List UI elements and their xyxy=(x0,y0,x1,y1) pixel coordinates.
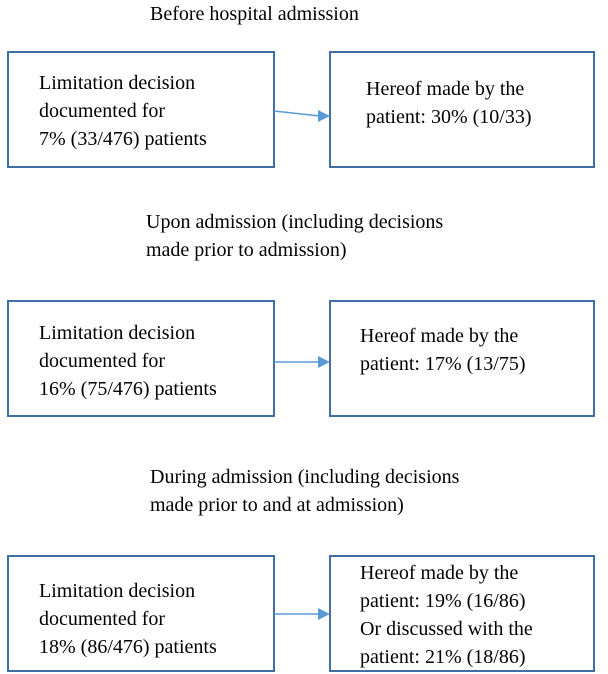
box-line: documented for xyxy=(39,608,166,630)
section-heading: During admission (including decisions ma… xyxy=(150,463,459,519)
box-line: Limitation decision xyxy=(39,72,196,94)
heading-line: During admission (including decisions xyxy=(150,466,460,488)
box-line: Hereof made by the xyxy=(360,325,519,347)
patient-decision-box: Hereof made by the patient: 17% (13/75) xyxy=(329,300,595,417)
right-arrow-icon xyxy=(274,608,330,620)
section-heading: Before hospital admission xyxy=(150,0,359,28)
box-line: 18% (86/476) patients xyxy=(39,636,217,658)
box-line: 16% (75/476) patients xyxy=(39,378,217,400)
box-line: patient: 30% (10/33) xyxy=(366,106,532,128)
heading-line: made prior to and at admission) xyxy=(150,494,404,516)
documented-box: Limitation decision documented for 7% (3… xyxy=(7,51,275,168)
box-line: patient: 17% (13/75) xyxy=(360,353,526,375)
heading-line: made prior to admission) xyxy=(146,239,347,261)
heading-line: Upon admission (including decisions xyxy=(146,211,444,233)
documented-box: Limitation decision documented for 18% (… xyxy=(7,555,275,672)
box-line: patient: 21% (18/86) xyxy=(360,646,526,668)
box-line: Limitation decision xyxy=(39,322,196,344)
section-heading: Upon admission (including decisions made… xyxy=(146,208,443,264)
heading-line: Before hospital admission xyxy=(150,3,359,25)
patient-decision-box: Hereof made by the patient: 30% (10/33) xyxy=(329,51,595,168)
box-line: 7% (33/476) patients xyxy=(39,128,207,150)
box-line: Or discussed with the xyxy=(360,618,533,640)
box-line: Hereof made by the xyxy=(360,562,519,584)
box-line: documented for xyxy=(39,100,166,122)
patient-decision-box: Hereof made by the patient: 19% (16/86) … xyxy=(329,555,595,672)
box-line: Hereof made by the xyxy=(366,78,525,100)
box-line: documented for xyxy=(39,350,166,372)
box-line: Limitation decision xyxy=(39,580,196,602)
documented-box: Limitation decision documented for 16% (… xyxy=(7,300,275,417)
right-arrow-icon xyxy=(274,356,330,368)
right-arrow-icon xyxy=(273,110,330,122)
box-line: patient: 19% (16/86) xyxy=(360,590,526,612)
